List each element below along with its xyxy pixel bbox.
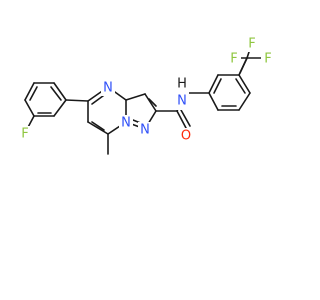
molecule-structure: F N N N H N O F F F xyxy=(18,36,275,155)
atom-f4: F xyxy=(264,52,271,67)
atom-n1: N xyxy=(103,81,113,96)
atom-f3: F xyxy=(230,52,237,67)
atom-labels: F N N N H N O F F F xyxy=(18,36,275,144)
structure-canvas: F N N N H N O F F F xyxy=(18,36,275,155)
pyrimidine-ring xyxy=(65,86,127,135)
atom-n-amide: N xyxy=(177,94,187,109)
atom-h-amide: H xyxy=(177,77,187,92)
atom-f2: F xyxy=(248,37,255,52)
atom-o1: O xyxy=(181,129,191,144)
fluorophenyl-ring xyxy=(24,82,67,117)
atom-n2: N xyxy=(121,116,131,131)
atom-n3: N xyxy=(140,123,150,138)
trifluoromethylphenyl-ring xyxy=(208,74,251,111)
atom-f1: F xyxy=(21,127,28,142)
